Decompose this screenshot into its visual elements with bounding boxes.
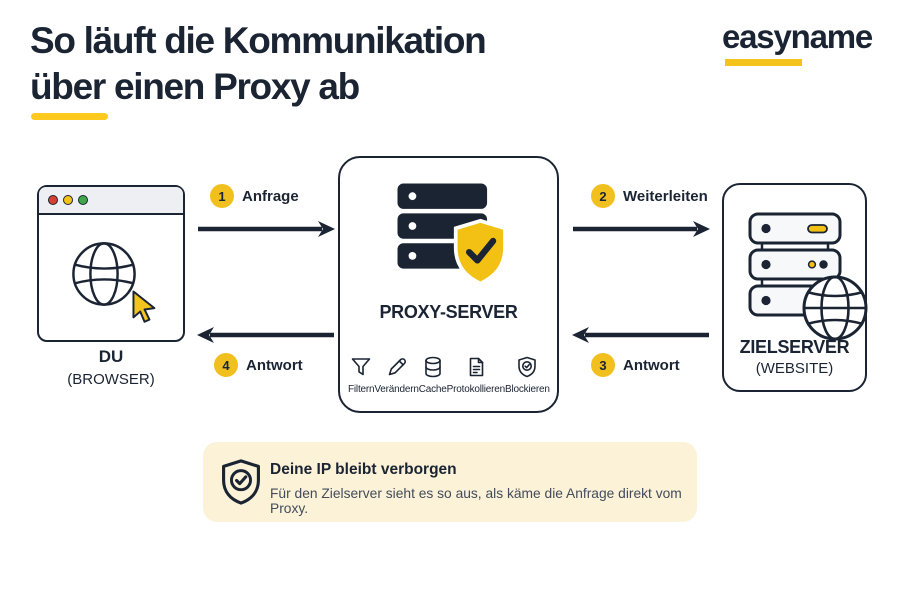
target-label: ZIELSERVER — [739, 337, 850, 357]
function-label: Protokollieren — [446, 384, 506, 395]
step-1-badge: 1 — [210, 184, 234, 208]
function-label: Cache — [418, 384, 447, 395]
server-led-pill — [807, 224, 828, 234]
arrow-right-icon — [198, 221, 335, 237]
page-title-line2: über einen Proxy ab — [30, 66, 360, 107]
function-label: Blockieren — [505, 384, 550, 395]
funnel-icon — [351, 358, 371, 376]
logo-underline-bar — [725, 59, 802, 66]
cursor-icon — [132, 290, 156, 323]
flow-4-label: Antwort — [246, 357, 303, 374]
shield-check-icon — [222, 459, 260, 505]
flow-1-label: Anfrage — [242, 188, 299, 205]
page-title-line1: So läuft die Kommunikation — [30, 20, 487, 61]
pencil-icon — [388, 358, 406, 376]
target-sublabel: (WEBSITE) — [755, 360, 834, 377]
arrow-right-icon — [573, 221, 710, 237]
traffic-light-green-icon — [78, 195, 88, 205]
proxy-server-box: PROXY-SERVER Filtern Verändern — [338, 156, 559, 413]
title-underline — [31, 113, 108, 120]
traffic-light-yellow-icon — [63, 195, 73, 205]
browser-titlebar — [39, 187, 183, 215]
proxy-functions-row: Filtern Verändern Cache — [340, 355, 557, 395]
flow-2-label: Weiterleiten — [623, 188, 708, 205]
function-label: Filtern — [348, 384, 375, 395]
arrow-left-icon — [197, 327, 334, 343]
arrow-left-icon — [572, 327, 709, 343]
traffic-light-red-icon — [48, 195, 58, 205]
browser-sublabel: (BROWSER) — [67, 371, 155, 388]
browser-label: DU — [98, 347, 124, 366]
step-2-badge: 2 — [591, 184, 615, 208]
target-server-box: ZIELSERVER (WEBSITE) — [722, 183, 868, 392]
globe-icon — [802, 275, 868, 341]
globe-icon — [72, 242, 136, 306]
easyname-logo: easyname — [722, 18, 887, 70]
database-icon — [424, 356, 441, 378]
note-title: Deine IP bleibt verborgen — [270, 461, 457, 478]
function-blockieren: Blockieren — [505, 355, 550, 395]
step-2-number: 2 — [599, 188, 607, 204]
step-4-number: 4 — [222, 357, 230, 373]
proxy-label: PROXY-SERVER — [379, 302, 518, 322]
page-title: So läuft die Kommunikation über einen Pr… — [30, 18, 487, 110]
function-label: Verändern — [374, 384, 419, 395]
function-protokollieren: Protokollieren — [447, 355, 505, 395]
step-4-badge: 4 — [214, 353, 238, 377]
shield-check-icon — [518, 356, 537, 378]
function-veraendern: Verändern — [374, 355, 419, 395]
step-3-badge: 3 — [591, 353, 615, 377]
function-filtern: Filtern — [348, 355, 375, 395]
ip-hidden-note: Deine IP bleibt verborgen Für den Zielse… — [203, 442, 697, 522]
target-server-icon — [748, 212, 868, 341]
step-1-number: 1 — [218, 188, 226, 204]
browser-window — [37, 185, 185, 342]
proxy-server-icon — [397, 183, 507, 286]
note-body: Für den Zielserver sieht es so aus, als … — [270, 486, 682, 516]
flow-3-label: Antwort — [623, 357, 680, 374]
function-cache: Cache — [419, 355, 447, 395]
document-icon — [469, 357, 484, 377]
logo-text: easyname — [722, 18, 873, 55]
step-3-number: 3 — [599, 357, 607, 373]
